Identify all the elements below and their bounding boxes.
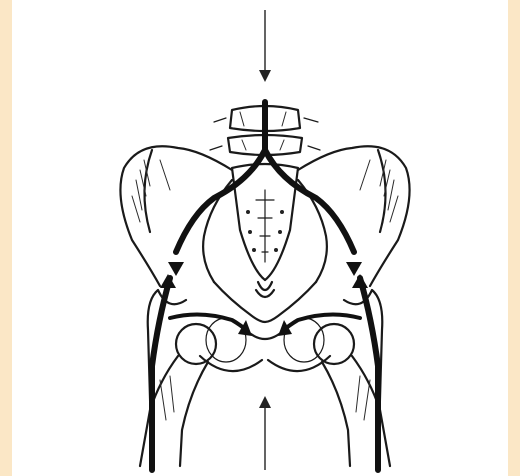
sacrum [232, 164, 298, 297]
top-load-arrow [259, 10, 271, 82]
pubic-region [200, 282, 330, 371]
bottom-load-arrow [259, 396, 271, 470]
